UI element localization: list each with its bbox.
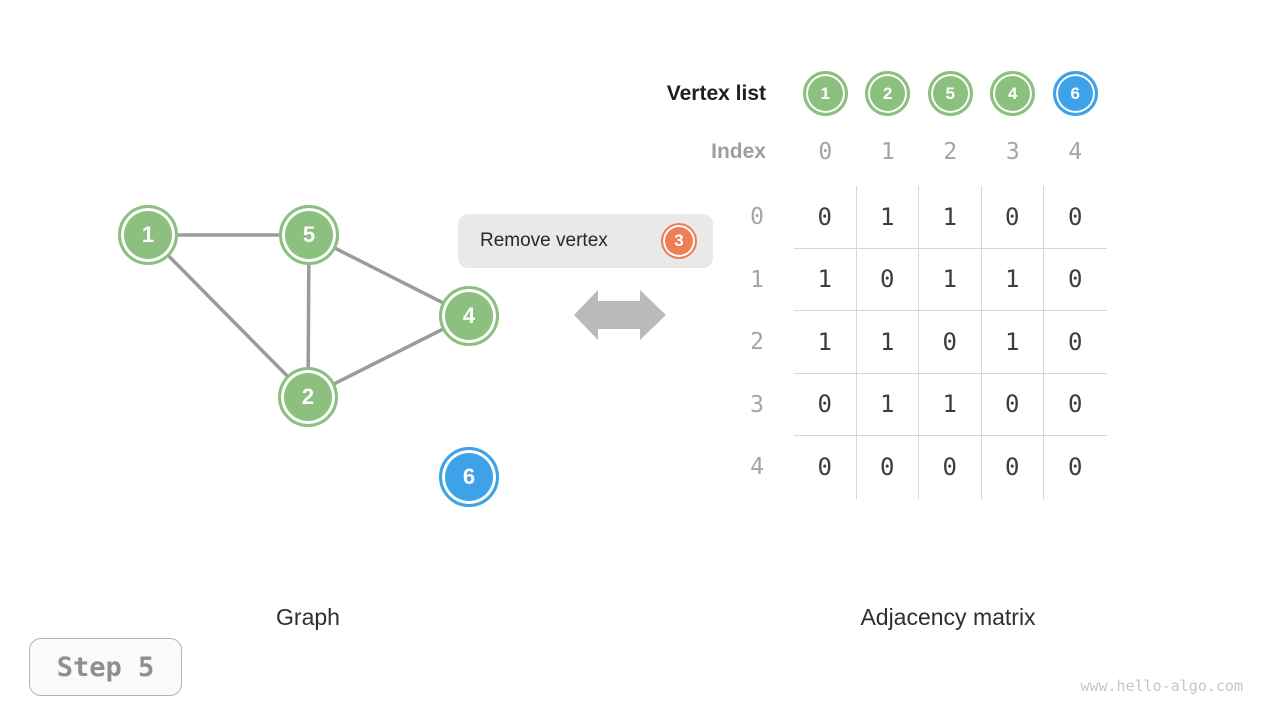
matrix-cell: 1 <box>856 186 919 249</box>
index-value: 3 <box>1005 139 1020 165</box>
vertex-list-row: 1 2 5 4 6 <box>794 71 1107 116</box>
matrix-cell: 1 <box>856 373 919 436</box>
step-badge: Step 5 <box>29 638 182 696</box>
matrix-cell: 0 <box>794 186 857 249</box>
index-value: 0 <box>818 139 833 165</box>
watermark: www.hello-algo.com <box>1080 677 1243 695</box>
action-pill: Remove vertex 3 <box>458 214 713 268</box>
vertex-list-item-label: 4 <box>1008 83 1018 103</box>
edge-1-2 <box>146 233 310 399</box>
matrix-cell: 0 <box>1044 311 1107 374</box>
graph-node-label: 5 <box>302 222 316 247</box>
adjacency-matrix: 0 1 1 0 0 1 0 1 1 0 1 1 0 1 0 0 1 1 0 0 … <box>794 186 1107 499</box>
graph-node-4: 4 <box>439 286 499 346</box>
graph-node-1: 1 <box>118 205 178 265</box>
graph-node-5: 5 <box>279 205 339 265</box>
matrix-cell: 1 <box>981 311 1044 374</box>
action-label: Remove vertex <box>480 230 608 251</box>
vertex-list-item: 4 <box>990 71 1036 116</box>
matrix-cell: 1 <box>856 311 919 374</box>
index-label: Index <box>711 140 766 163</box>
matrix-row-label: 1 <box>750 266 764 293</box>
matrix-cell: 0 <box>1068 453 1083 482</box>
matrix-cell: 0 <box>981 373 1044 436</box>
matrix-cell: 1 <box>794 248 857 311</box>
matrix-cell: 0 <box>1044 249 1107 311</box>
index-value: 1 <box>880 139 895 165</box>
matrix-cell: 0 <box>1044 186 1107 249</box>
index-row: 0 1 2 3 4 <box>794 126 1107 178</box>
graph-node-label: 4 <box>462 303 476 328</box>
matrix-caption: Adjacency matrix <box>860 604 1036 630</box>
vertex-list-label: Vertex list <box>666 81 766 105</box>
removed-vertex-badge: 3 <box>661 223 697 259</box>
graph-node-label: 1 <box>141 222 155 247</box>
matrix-cell: 0 <box>794 373 857 436</box>
vertex-list-item-label: 5 <box>945 83 955 103</box>
matrix-cell: 1 <box>919 248 982 311</box>
graph-caption: Graph <box>276 604 340 630</box>
matrix-row-label: 0 <box>750 204 764 231</box>
index-value: 2 <box>943 139 958 165</box>
matrix-row-label: 2 <box>750 329 764 356</box>
matrix-cell: 0 <box>857 436 919 499</box>
matrix-cell: 0 <box>982 436 1044 499</box>
graph-node-6: 6 <box>439 447 499 507</box>
matrix-cell: 0 <box>919 311 982 374</box>
graph-node-label: 2 <box>301 384 315 409</box>
vertex-list-item-label: 2 <box>883 83 893 103</box>
matrix-row-label: 4 <box>750 454 764 481</box>
matrix-cell: 0 <box>794 436 857 499</box>
index-value: 4 <box>1068 139 1083 165</box>
matrix-cell: 1 <box>981 248 1044 311</box>
matrix-cell: 1 <box>794 311 857 374</box>
swap-arrow-icon <box>574 290 666 340</box>
vertex-list-item: 5 <box>927 71 973 116</box>
matrix-cell: 1 <box>919 186 982 249</box>
graph-node-2: 2 <box>278 367 338 427</box>
vertex-list-item: 2 <box>865 71 911 116</box>
vertex-list-item: 6 <box>1052 71 1098 116</box>
matrix-cell: 0 <box>1044 374 1107 436</box>
matrix-row-label: 3 <box>750 391 764 418</box>
matrix-cell: 0 <box>919 436 982 499</box>
removed-vertex-label: 3 <box>674 231 684 250</box>
matrix-cell: 0 <box>856 248 919 311</box>
vertex-list-item-label: 1 <box>820 83 830 103</box>
matrix-cell: 1 <box>919 373 982 436</box>
graph-node-label: 6 <box>462 464 476 489</box>
vertex-list-item: 1 <box>802 71 848 116</box>
matrix-cell: 0 <box>981 186 1044 249</box>
matrix-row-labels: 0 1 2 3 4 <box>729 186 785 499</box>
vertex-list-item-label: 6 <box>1070 83 1080 103</box>
